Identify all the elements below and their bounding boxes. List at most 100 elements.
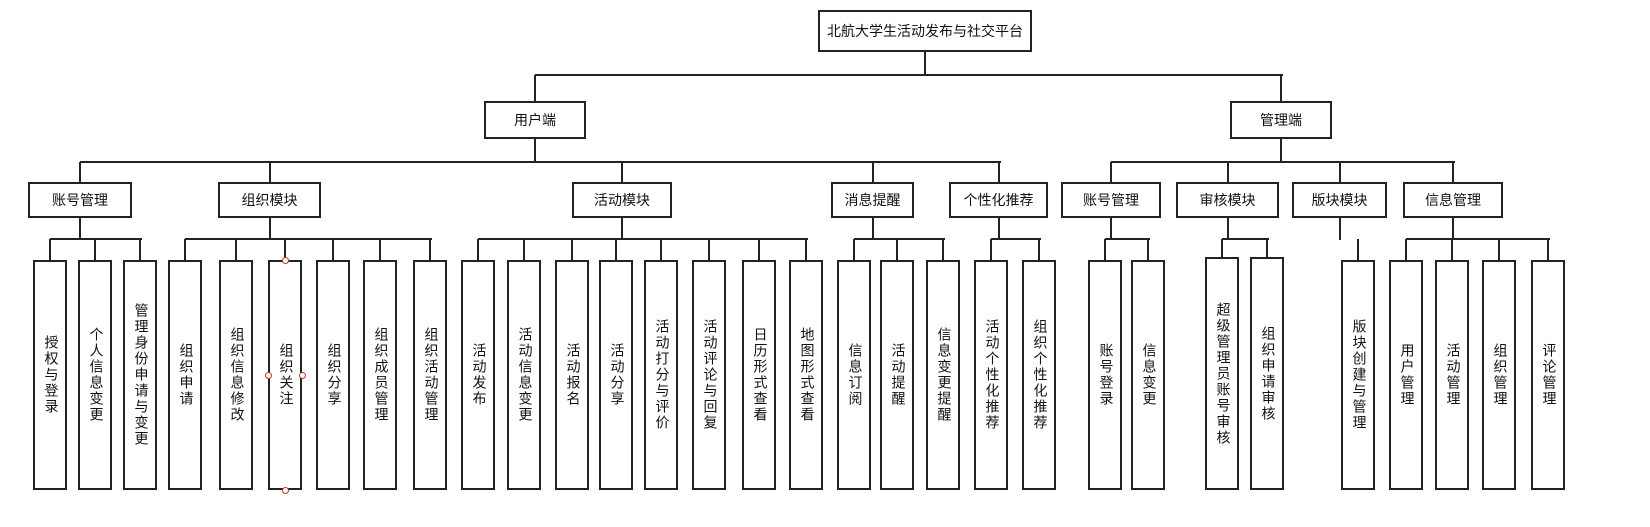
selection-handle[interactable] — [264, 371, 272, 379]
branch-node-0-label: 用户端 — [514, 113, 556, 129]
connector-line — [268, 218, 271, 240]
module-node-0-0-label: 账号管理 — [52, 193, 108, 209]
connector-line — [379, 239, 381, 261]
leaf-node-0-0-0-label: 授权与登录 — [42, 335, 59, 415]
leaf-node-1-3-0-label: 用户管理 — [1398, 343, 1415, 407]
leaf-node-0-2-2-label: 活动报名 — [564, 343, 581, 407]
connector-line — [1111, 161, 1455, 163]
leaf-node-1-3-2: 组织管理 — [1482, 260, 1516, 490]
connector-line — [1038, 239, 1040, 261]
leaf-node-0-1-2: 组织关注 — [268, 260, 302, 490]
leaf-node-0-2-6: 日历形式查看 — [742, 260, 776, 490]
connector-line — [235, 239, 237, 261]
leaf-node-0-0-1: 个人信息变更 — [78, 260, 112, 490]
leaf-node-0-3-0-label: 信息订阅 — [846, 343, 863, 407]
connector-line — [1226, 162, 1229, 183]
leaf-node-0-1-3: 组织分享 — [316, 260, 350, 490]
leaf-node-0-4-0-label: 活动个性化推荐 — [983, 319, 1000, 431]
connector-line — [1147, 239, 1149, 261]
branch-node-1: 管理端 — [1230, 101, 1332, 139]
connector-line — [1452, 162, 1454, 183]
connector-line — [1452, 218, 1454, 240]
connector-line — [268, 162, 271, 183]
leaf-node-1-3-3: 评论管理 — [1531, 260, 1565, 490]
leaf-node-0-2-4-label: 活动打分与评价 — [653, 319, 670, 431]
connector-line — [534, 139, 536, 163]
selection-handle[interactable] — [281, 486, 289, 494]
leaf-node-0-1-4: 组织成员管理 — [363, 260, 397, 490]
connector-line — [139, 239, 141, 261]
leaf-node-0-0-2-label: 管理身份申请与变更 — [132, 303, 149, 447]
selection-handle[interactable] — [281, 256, 289, 264]
leaf-node-0-2-5-label: 活动评论与回复 — [701, 319, 718, 431]
leaf-node-0-0-2: 管理身份申请与变更 — [123, 260, 157, 490]
leaf-node-0-1-3-label: 组织分享 — [325, 343, 342, 407]
selection-handle[interactable] — [298, 371, 306, 379]
connector-line — [1280, 75, 1282, 102]
connector-line — [615, 239, 617, 261]
connector-line — [805, 239, 807, 261]
leaf-node-1-3-3-label: 评论管理 — [1540, 343, 1557, 407]
connector-line — [1547, 239, 1549, 261]
connector-line — [621, 218, 623, 240]
branch-node-1-label: 管理端 — [1260, 113, 1302, 129]
leaf-node-0-1-2-label: 组织关注 — [277, 343, 294, 407]
leaf-node-1-3-2-label: 组织管理 — [1491, 343, 1508, 407]
connector-line — [854, 238, 945, 240]
leaf-node-0-0-0: 授权与登录 — [33, 260, 67, 490]
module-node-0-2-label: 活动模块 — [594, 193, 650, 209]
module-node-0-3-label: 消息提醒 — [844, 193, 901, 209]
module-node-0-1: 组织模块 — [218, 182, 321, 218]
module-node-0-4: 个性化推荐 — [949, 182, 1048, 218]
leaf-node-0-2-7: 地图形式查看 — [789, 260, 823, 490]
leaf-node-0-2-4: 活动打分与评价 — [644, 260, 678, 490]
module-node-1-1-label: 审核模块 — [1199, 193, 1256, 209]
leaf-node-0-1-0: 组织申请 — [168, 260, 202, 490]
leaf-node-1-1-0: 超级管理员账号审核 — [1205, 257, 1239, 490]
module-node-0-1-label: 组织模块 — [241, 193, 298, 209]
leaf-node-1-3-1: 活动管理 — [1435, 260, 1469, 490]
connector-line — [477, 239, 479, 261]
connector-line — [1451, 239, 1453, 261]
connector-line — [185, 238, 432, 240]
leaf-node-0-2-7-label: 地图形式查看 — [798, 327, 815, 423]
leaf-node-0-1-5-label: 组织活动管理 — [422, 327, 439, 423]
module-node-0-3: 消息提醒 — [831, 182, 914, 218]
leaf-node-1-1-0-label: 超级管理员账号审核 — [1214, 301, 1231, 446]
connector-line — [94, 239, 96, 261]
connector-line — [991, 238, 1041, 240]
connector-line — [1221, 239, 1223, 258]
connector-line — [49, 239, 51, 261]
leaf-node-0-2-3-label: 活动分享 — [608, 343, 625, 407]
leaf-node-0-1-5: 组织活动管理 — [413, 260, 447, 490]
leaf-node-0-3-2: 信息变更提醒 — [926, 260, 960, 490]
connector-line — [79, 218, 81, 240]
connector-line — [997, 218, 1000, 240]
connector-line — [79, 162, 81, 183]
leaf-node-1-0-0: 账号登录 — [1088, 260, 1122, 490]
connector-line — [332, 239, 334, 261]
leaf-node-1-2-0: 版块创建与管理 — [1341, 260, 1375, 490]
connector-line — [1222, 238, 1269, 240]
leaf-node-1-3-1-label: 活动管理 — [1444, 343, 1461, 407]
module-node-1-0: 账号管理 — [1061, 182, 1161, 218]
leaf-node-0-2-1: 活动信息变更 — [507, 260, 541, 490]
leaf-node-0-3-1-label: 活动提醒 — [889, 343, 906, 407]
leaf-node-1-1-1: 组织申请审核 — [1250, 257, 1284, 490]
connector-line — [284, 239, 286, 261]
leaf-node-0-1-1-label: 组织信息修改 — [228, 327, 245, 423]
leaf-node-1-0-1-label: 信息变更 — [1140, 343, 1157, 407]
module-node-1-3: 信息管理 — [1403, 182, 1503, 218]
leaf-node-0-4-1-label: 组织个性化推荐 — [1031, 319, 1048, 431]
leaf-node-1-2-0-label: 版块创建与管理 — [1350, 319, 1367, 431]
leaf-node-0-2-6-label: 日历形式查看 — [751, 327, 768, 423]
module-node-1-3-label: 信息管理 — [1425, 193, 1481, 209]
leaf-node-1-3-0: 用户管理 — [1389, 260, 1423, 490]
leaf-node-0-4-0: 活动个性化推荐 — [974, 260, 1008, 490]
leaf-node-1-1-1-label: 组织申请审核 — [1259, 325, 1276, 422]
leaf-node-0-1-0-label: 组织申请 — [177, 343, 194, 407]
leaf-node-1-0-0-label: 账号登录 — [1097, 343, 1114, 407]
leaf-node-0-2-0: 活动发布 — [461, 260, 495, 490]
connector-line — [1226, 218, 1229, 240]
